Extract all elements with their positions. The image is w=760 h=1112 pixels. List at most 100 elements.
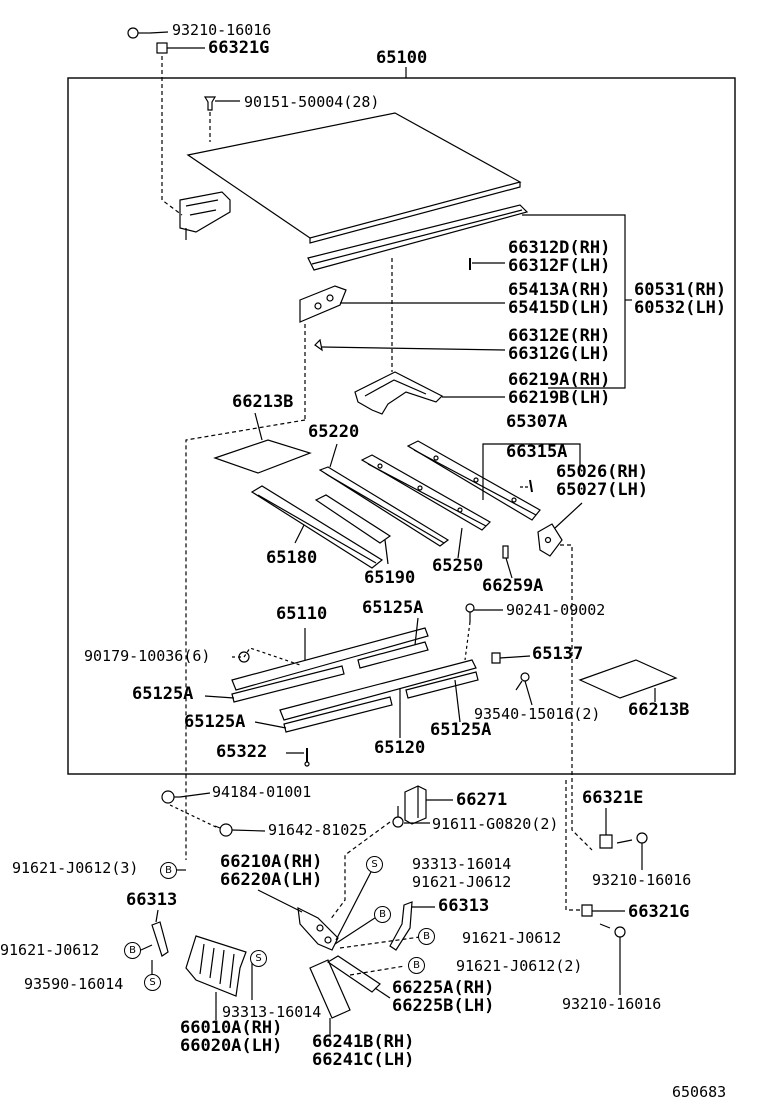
rail-65220-icon [318,466,450,547]
label-65027: 65027(LH) [556,480,649,500]
dash-90241 [464,621,471,661]
block-66271-icon [404,785,427,825]
marker-b-91621-b-icon: B [418,928,435,945]
marker-s-93590-icon: S [144,974,161,991]
clip-65137-icon [491,652,501,664]
label-65125a-1: 65125A [362,598,424,618]
label-60532: 60532(LH) [634,298,727,318]
bracket-66210a-icon [297,906,339,951]
screw-90241-icon [465,603,475,622]
clip-66321g-r-icon [581,904,593,917]
leader-91621-l [140,944,153,951]
bracket-65413a-icon [299,285,347,323]
label-93540: 93540-15016(2) [474,705,601,723]
dash-94184 [169,804,219,829]
label-65415d: 65415D(LH) [508,298,611,318]
dash-91611 [329,821,391,921]
bracket-65307a [482,443,581,500]
rail-65190-icon [314,494,392,544]
label-66312f: 66312F(LH) [508,256,611,276]
label-90241: 90241-09002 [506,601,606,619]
label-93313-b: 93313-16014 [222,1003,322,1021]
label-66321g-r: 66321G [628,902,690,922]
dash-91621-2 [349,965,406,976]
clip-66312e-icon [314,338,323,352]
leader-66210a [257,889,303,913]
leader-65125a-3 [254,721,287,729]
label-65137: 65137 [532,644,584,664]
hinge-bracket-icon [179,191,231,240]
label-66312e: 66312E(RH) [508,326,611,346]
label-66213b-right: 66213B [628,700,690,720]
label-66020a: 66020A(LH) [180,1036,283,1056]
label-66313-r: 66313 [438,896,490,916]
label-91621-b: 91621-J0612 [462,929,562,947]
leader-65125a-1 [414,617,419,646]
leader-65190 [384,539,389,565]
label-65180: 65180 [266,548,318,568]
bracket-65026-icon [537,523,563,557]
assembly-65100-frame [67,77,736,775]
rail-65180-icon [250,485,384,569]
leader-65180 [294,524,305,544]
label-65120: 65120 [374,738,426,758]
label-66241b: 66241B(RH) [312,1032,415,1052]
label-66210a: 66210A(RH) [220,852,323,872]
rail-65250-icon [360,454,491,531]
dash-65026 [560,544,593,851]
bolt-91611-icon [392,806,404,828]
clip-66321e-icon [599,834,613,849]
label-66315a: 66315A [506,442,568,462]
label-91642: 91642-81025 [268,821,368,839]
label-91611: 91611-G0820(2) [432,815,559,833]
rail-65125a-1-icon [357,641,429,669]
pad-66213b-left-icon [213,439,312,474]
screw-93210-r2-icon [599,923,626,938]
frame-66219-icon [354,371,444,415]
pad-66213b-right-icon [578,659,678,699]
pin-66315a-icon [529,479,533,493]
leader-65137 [499,655,531,659]
label-90151: 90151-50004(28) [244,93,380,111]
link-66313-right-icon [389,901,413,951]
bolt-91642-icon [214,823,233,837]
dash-90179 [232,647,301,666]
label-65125a-4: 65125A [430,720,492,740]
label-93313-a: 93313-16014 [412,855,512,873]
label-91621-3: 91621-J0612(3) [12,859,139,877]
front-strip-icon [307,204,529,271]
leader-66259a [505,557,513,579]
leader-65125a-2 [204,695,235,699]
clip-66321g-top-icon [156,42,168,54]
strip-66225a-icon [326,955,381,993]
label-65125a-2: 65125A [132,684,194,704]
link-66313-left-icon [151,921,169,957]
label-93210-top: 93210-16016 [172,21,272,39]
label-66312g: 66312G(LH) [508,344,611,364]
label-66259a: 66259A [482,576,544,596]
leader-94184 [179,792,211,798]
leader-93540 [524,680,533,706]
label-65322: 65322 [216,742,268,762]
leader-93313-a [335,869,373,941]
marker-s-93313-b-icon: S [250,950,267,967]
label-65110: 65110 [276,604,328,624]
leader-66313-l [155,909,159,923]
label-90179: 90179-10036(6) [84,647,211,665]
mudguard-66010a-icon [185,935,247,997]
label-65307a: 65307A [506,412,568,432]
label-66225a: 66225A(RH) [392,978,495,998]
diagram-code: 650683 [672,1083,727,1101]
rail-65307a-icon [406,440,541,521]
leader-65250 [457,527,463,559]
marker-b-91621-3-icon: B [160,862,177,879]
marker-b-91621-a-icon: B [374,906,391,923]
label-93210-r1: 93210-16016 [592,871,692,889]
dash-right-lower [565,780,580,911]
label-66271: 66271 [456,790,508,810]
dash-left-long [185,419,306,860]
floor-board-icon [186,112,522,244]
label-65250: 65250 [432,556,484,576]
label-66219a: 66219A(RH) [508,370,611,390]
